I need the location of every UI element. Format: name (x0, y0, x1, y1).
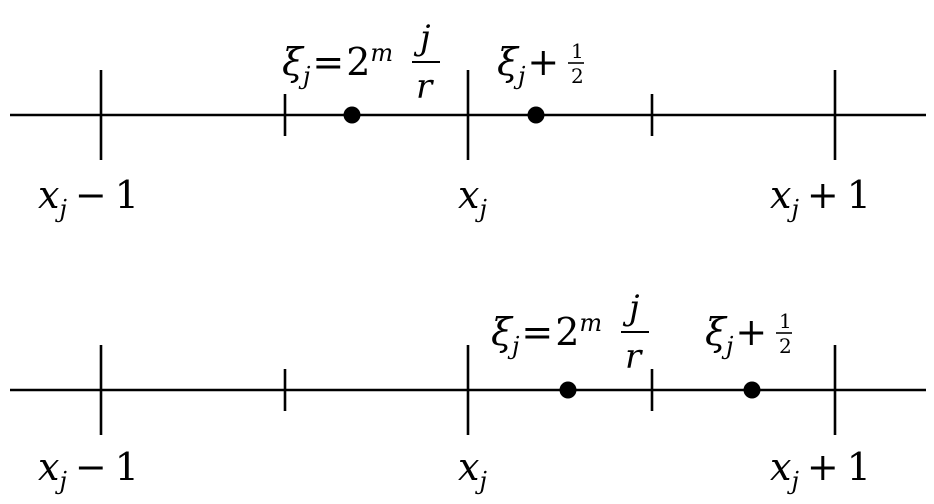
label-base: x (770, 173, 791, 217)
half-op: + (527, 40, 559, 84)
label-xj-minus-1-top: xj−1 (38, 173, 139, 223)
formula-frac-num: j (413, 18, 431, 58)
label-base: x (458, 173, 479, 217)
formula-sup: m (579, 309, 602, 337)
label-num: 1 (115, 445, 139, 489)
svg-text:ξj=2m: ξj=2m (491, 309, 602, 360)
half-frac-den: 2 (779, 334, 792, 358)
label-xi-j-half-top: ξj+ 1 2 (497, 39, 584, 90)
label-num: 1 (847, 445, 871, 489)
half-xi: ξ (497, 40, 520, 84)
half-frac-num: 1 (779, 309, 792, 333)
label-base: x (770, 445, 791, 489)
point-xi-j-top (343, 106, 361, 124)
label-xj-plus-1-top: xj+1 (770, 173, 871, 223)
formula-frac-num: j (622, 288, 640, 328)
label-xj-top: xj (458, 173, 487, 223)
formula-xi: ξ (282, 40, 305, 84)
label-base: x (38, 173, 59, 217)
label-op: + (807, 173, 839, 217)
half-frac-num: 1 (571, 39, 584, 63)
formula-two: 2 (346, 40, 370, 84)
label-num: 1 (847, 173, 871, 217)
point-xi-j-half-bottom (743, 381, 761, 399)
number-line-bottom: xj−1 xj xj+1 ξj=2m j r ξj+ 1 2 (10, 288, 926, 495)
formula-frac-den: r (625, 337, 643, 377)
label-xj-minus-1-bottom: xj−1 (38, 445, 139, 495)
half-frac-den: 2 (571, 64, 584, 88)
half-op: + (735, 310, 767, 354)
formula-xi-j-bottom: ξj=2m j r (491, 288, 649, 377)
formula-two: 2 (555, 310, 579, 354)
label-op: + (807, 445, 839, 489)
formula-xi-j-top: ξj=2m j r (282, 18, 440, 107)
formula-sup: m (370, 39, 393, 67)
formula-frac-den: r (416, 67, 434, 107)
label-op: − (75, 173, 107, 217)
label-base: x (38, 445, 59, 489)
label-num: 1 (115, 173, 139, 217)
formula-xi: ξ (491, 310, 514, 354)
point-xi-j-bottom (559, 381, 577, 399)
formula-eq: = (521, 310, 553, 354)
number-line-top: xj−1 xj xj+1 ξj=2m j r ξj+ 1 2 (10, 18, 926, 223)
svg-text:ξj+: ξj+ (497, 40, 559, 90)
formula-eq: = (312, 40, 344, 84)
label-base: x (458, 445, 479, 489)
point-xi-j-half-top (527, 106, 545, 124)
label-xi-j-half-bottom: ξj+ 1 2 (705, 309, 792, 360)
svg-text:ξj+: ξj+ (705, 310, 767, 360)
label-op: − (75, 445, 107, 489)
svg-text:ξj=2m: ξj=2m (282, 39, 393, 90)
label-xj-plus-1-bottom: xj+1 (770, 445, 871, 495)
label-xj-bottom: xj (458, 445, 487, 495)
half-xi: ξ (705, 310, 728, 354)
